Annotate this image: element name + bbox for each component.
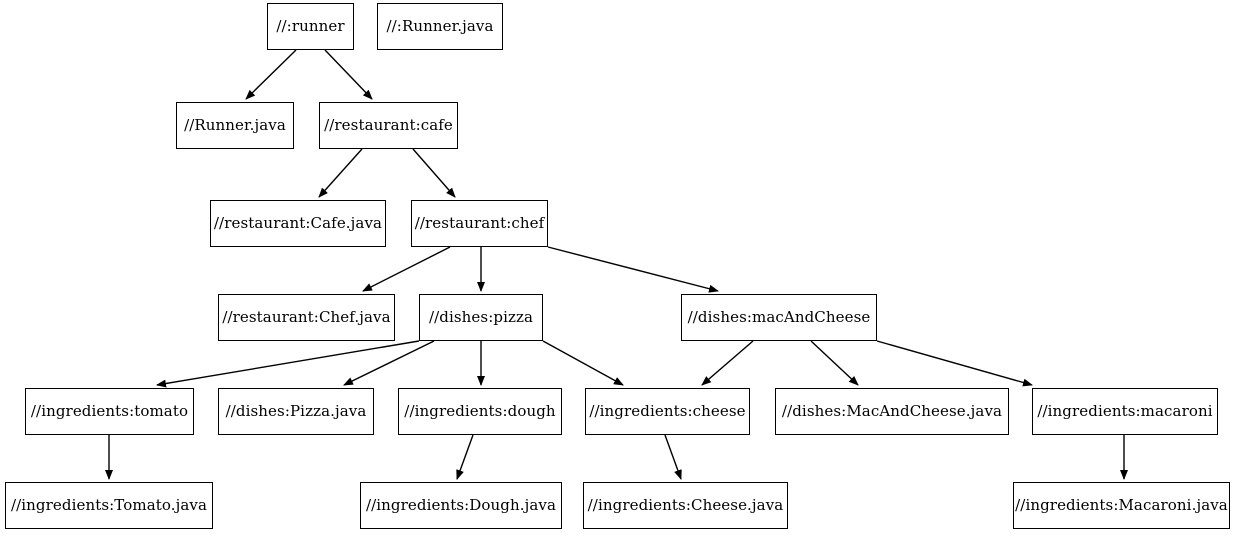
graph-node-dough_java[interactable]: //ingredients:Dough.java [360, 482, 562, 529]
graph-node-runner_java[interactable]: //Runner.java [176, 102, 294, 149]
graph-edge-dishes_pizza-to-ing_tomato [156, 340, 420, 388]
graph-node-cafe_java[interactable]: //restaurant:Cafe.java [210, 200, 386, 247]
graph-node-label: //restaurant:chef [414, 214, 545, 232]
graph-node-label: //:runner [276, 17, 345, 35]
graph-node-label: //dishes:Pizza.java [225, 402, 367, 420]
graph-node-label: //dishes:macAndCheese [687, 308, 871, 326]
graph-node-cheese_java[interactable]: //ingredients:Cheese.java [583, 482, 788, 529]
graph-node-runner[interactable]: //:runner [267, 3, 354, 50]
graph-node-label: //ingredients:dough [404, 402, 556, 420]
graph-edge-dishes_pizza-to-ing_cheese [542, 340, 624, 386]
graph-node-ing_macaroni[interactable]: //ingredients:macaroni [1032, 388, 1218, 435]
graph-edge-restaurant_chef-to-chef_java [362, 246, 451, 292]
graph-edge-dishes_mac-to-ing_cheese [701, 340, 754, 386]
graph-node-restaurant_cafe[interactable]: //restaurant:cafe [319, 102, 458, 149]
graph-node-mac_java[interactable]: //dishes:MacAndCheese.java [775, 388, 1009, 435]
graph-edge-runner-to-restaurant_cafe [324, 49, 373, 100]
graph-node-label: //dishes:pizza [428, 308, 534, 326]
graph-edge-dishes_mac-to-ing_macaroni [876, 340, 1033, 387]
graph-node-root_runner_java[interactable]: //:Runner.java [377, 3, 503, 50]
graph-node-label: //dishes:MacAndCheese.java [781, 402, 1003, 420]
graph-node-dishes_pizza[interactable]: //dishes:pizza [419, 294, 543, 341]
graph-node-label: //restaurant:Cafe.java [213, 214, 383, 232]
graph-edge-restaurant_cafe-to-cafe_java [318, 148, 363, 198]
graph-edge-restaurant_chef-to-dishes_mac [547, 246, 719, 293]
graph-edge-ing_dough-to-dough_java [456, 434, 474, 480]
graph-node-label: //restaurant:Chef.java [222, 308, 391, 326]
graph-node-label: //ingredients:Dough.java [365, 496, 557, 514]
graph-node-label: //ingredients:Macaroni.java [1015, 496, 1228, 514]
graph-node-label: //ingredients:Tomato.java [10, 496, 208, 514]
graph-edge-runner-to-runner_java [245, 49, 297, 100]
graph-node-macaroni_java[interactable]: //ingredients:Macaroni.java [1013, 482, 1230, 529]
graph-node-label: //:Runner.java [386, 17, 494, 35]
graph-edge-ing_cheese-to-cheese_java [664, 434, 682, 480]
graph-node-label: //ingredients:tomato [30, 402, 189, 420]
graph-edge-dishes_pizza-to-pizza_java [343, 340, 435, 386]
graph-node-ing_cheese[interactable]: //ingredients:cheese [585, 388, 750, 435]
graph-node-restaurant_chef[interactable]: //restaurant:chef [411, 200, 548, 247]
graph-node-label: //Runner.java [184, 116, 286, 134]
graph-node-label: //restaurant:cafe [324, 116, 453, 134]
graph-node-ing_dough[interactable]: //ingredients:dough [398, 388, 562, 435]
graph-edge-dishes_mac-to-mac_java [810, 340, 859, 386]
graph-node-label: //ingredients:Cheese.java [587, 496, 784, 514]
graph-node-label: //ingredients:cheese [589, 402, 746, 420]
graph-node-tomato_java[interactable]: //ingredients:Tomato.java [5, 482, 213, 529]
graph-node-pizza_java[interactable]: //dishes:Pizza.java [218, 388, 374, 435]
graph-node-ing_tomato[interactable]: //ingredients:tomato [25, 388, 194, 435]
graph-node-chef_java[interactable]: //restaurant:Chef.java [218, 294, 395, 341]
graph-node-label: //ingredients:macaroni [1037, 402, 1213, 420]
graph-edge-restaurant_cafe-to-restaurant_chef [412, 148, 456, 198]
graph-node-dishes_mac[interactable]: //dishes:macAndCheese [681, 294, 877, 341]
